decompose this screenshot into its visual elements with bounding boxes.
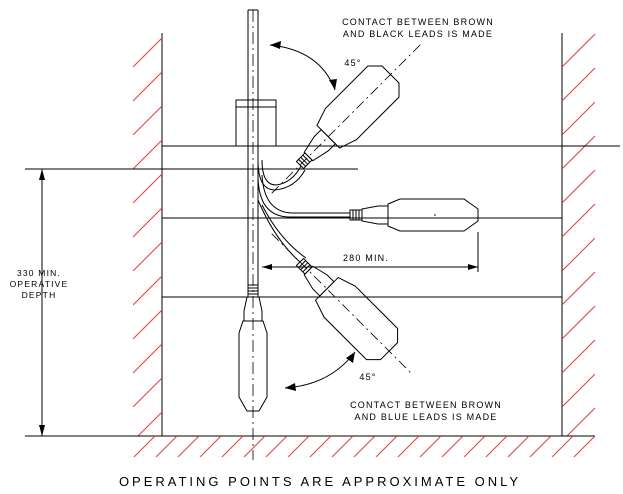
hatch-line bbox=[133, 343, 162, 374]
hatch-line bbox=[133, 309, 162, 340]
float-hanging bbox=[238, 284, 268, 412]
hatch-line bbox=[133, 71, 162, 102]
hatch-line bbox=[562, 237, 595, 272]
hatch-line bbox=[507, 436, 530, 457]
hatch-line bbox=[419, 436, 442, 457]
cable-upper bbox=[257, 159, 306, 191]
angle-label-lower: 45° bbox=[359, 372, 376, 382]
hatch-line bbox=[199, 436, 222, 457]
hatch-line bbox=[562, 135, 595, 170]
hatch-line bbox=[397, 436, 420, 457]
hatch-line bbox=[133, 436, 156, 457]
hatch-line bbox=[441, 436, 464, 457]
angle-label-upper: 45° bbox=[344, 58, 361, 68]
hatch-line bbox=[463, 436, 486, 457]
hatch-line bbox=[562, 339, 595, 374]
hatch-line bbox=[265, 436, 288, 457]
hatch-line bbox=[287, 436, 310, 457]
hatch-line bbox=[375, 436, 398, 457]
hatch-line bbox=[562, 33, 595, 68]
hatch-line bbox=[155, 436, 178, 457]
angle-arc-lower bbox=[284, 351, 356, 391]
horizontal-dimension bbox=[262, 232, 479, 272]
angle-arc-upper bbox=[269, 41, 337, 91]
hatch-line bbox=[221, 436, 244, 457]
float-upper bbox=[271, 44, 421, 194]
hatch-line bbox=[353, 436, 376, 457]
tank-wall-left bbox=[133, 33, 163, 436]
depth-label-line3: DEPTH bbox=[22, 290, 57, 300]
mounting-pipe bbox=[247, 9, 259, 460]
depth-label-line1: 330 MIN. bbox=[17, 268, 61, 278]
hatch-line bbox=[133, 139, 162, 170]
hatch-line bbox=[562, 203, 595, 238]
hatch-line bbox=[529, 436, 552, 457]
hatch-line bbox=[562, 33, 563, 34]
hatch-line bbox=[133, 241, 162, 272]
note-bottom-line1: CONTACT BETWEEN BROWN bbox=[350, 400, 502, 410]
tank-wall-right bbox=[561, 33, 595, 436]
hatch-line bbox=[133, 33, 134, 34]
hatch-line bbox=[562, 101, 595, 136]
horizontal-dimension-label: 280 MIN. bbox=[343, 253, 389, 263]
hatch-line bbox=[562, 305, 595, 340]
hatch-line bbox=[133, 436, 134, 437]
note-top-line2: AND BLACK LEADS IS MADE bbox=[343, 29, 493, 39]
cable-horizontal bbox=[257, 174, 350, 218]
hatch-line bbox=[596, 436, 617, 457]
hatch-line bbox=[562, 169, 595, 204]
hatch-line bbox=[133, 377, 162, 408]
footer-note: OPERATING POINTS ARE APPROXIMATE ONLY bbox=[119, 474, 521, 489]
hatch-line bbox=[331, 436, 354, 457]
hatch-line bbox=[573, 436, 595, 457]
hatch-line bbox=[133, 207, 162, 238]
hatch-line bbox=[133, 105, 162, 136]
depth-label-line2: OPERATIVE bbox=[10, 279, 69, 289]
hatch-line bbox=[137, 411, 162, 436]
hatch-line bbox=[177, 436, 200, 457]
hatch-line bbox=[562, 67, 595, 102]
depth-dimension bbox=[25, 169, 133, 437]
tank-floor bbox=[133, 435, 617, 457]
float-lower bbox=[271, 233, 414, 376]
hatch-line bbox=[562, 373, 595, 408]
hatch-line bbox=[309, 436, 332, 457]
hatch-line bbox=[133, 173, 162, 204]
float-horizontal bbox=[349, 198, 479, 232]
hatch-line bbox=[485, 436, 508, 457]
hatch-line bbox=[562, 271, 595, 306]
hatch-line bbox=[551, 436, 574, 457]
note-bottom-line2: AND BLUE LEADS IS MADE bbox=[355, 412, 498, 422]
hatch-line bbox=[133, 37, 162, 68]
hatch-line bbox=[133, 275, 162, 306]
cable-lower bbox=[257, 199, 301, 263]
note-top-line1: CONTACT BETWEEN BROWN bbox=[342, 17, 494, 27]
hatch-line bbox=[243, 436, 266, 457]
